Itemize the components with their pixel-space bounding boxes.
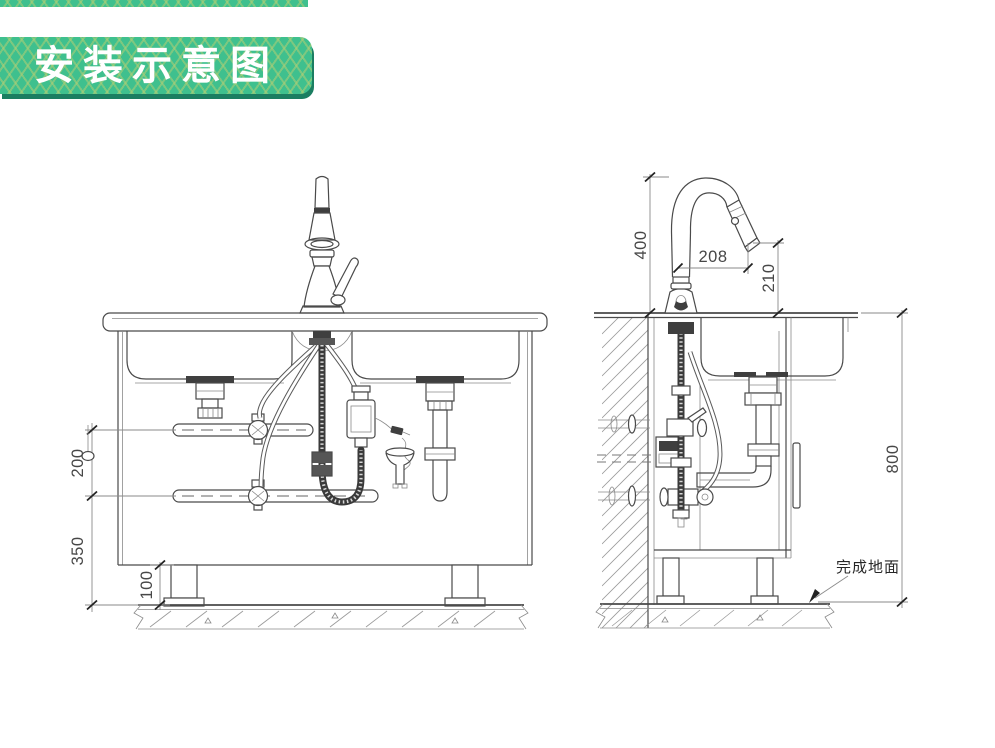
front-right-drain — [416, 376, 464, 502]
front-floor — [133, 604, 529, 630]
front-sink-countertop — [102, 312, 548, 332]
title-banner: 安装示意图 — [0, 37, 312, 94]
front-legs — [163, 564, 486, 607]
side-view-drawing: 400 208 210 800 — [594, 171, 908, 629]
front-faucet — [299, 175, 359, 345]
dim-pipe-to-floor: 350 — [69, 536, 87, 565]
dim-spout-to-counter: 210 — [760, 263, 778, 292]
leader-arrow — [809, 589, 820, 603]
dim-counter-height: 800 — [884, 444, 902, 473]
front-pulldown-hose — [311, 341, 365, 506]
side-wall-supply — [597, 414, 660, 507]
side-countertop — [594, 312, 858, 319]
front-sprayhead-piece — [385, 447, 415, 489]
front-supply-hoses — [257, 343, 362, 487]
side-riser-hose — [666, 322, 708, 528]
cabinet-handle — [792, 442, 801, 509]
side-faucet — [664, 177, 761, 314]
front-solenoid-valve-box — [346, 385, 411, 471]
dim-leg-height: 100 — [138, 570, 156, 599]
dim-faucet-height: 400 — [632, 230, 650, 259]
dim-spout-reach: 208 — [698, 248, 727, 266]
side-sink-bowl — [700, 317, 849, 381]
dim-pipe-spacing: 200 — [69, 448, 87, 477]
front-dimensions: 200 350 100 — [69, 423, 176, 612]
side-dimensions: 400 208 210 800 — [632, 171, 908, 608]
side-legs — [656, 557, 779, 605]
side-floor — [595, 603, 835, 629]
finished-floor-label: 完成地面 — [836, 559, 900, 576]
banner-top-strip — [0, 0, 308, 7]
front-left-drain — [186, 376, 234, 419]
page-title: 安装示意图 — [34, 43, 279, 88]
front-view-drawing: 200 350 100 — [69, 175, 548, 630]
side-drain-trap — [696, 376, 782, 488]
